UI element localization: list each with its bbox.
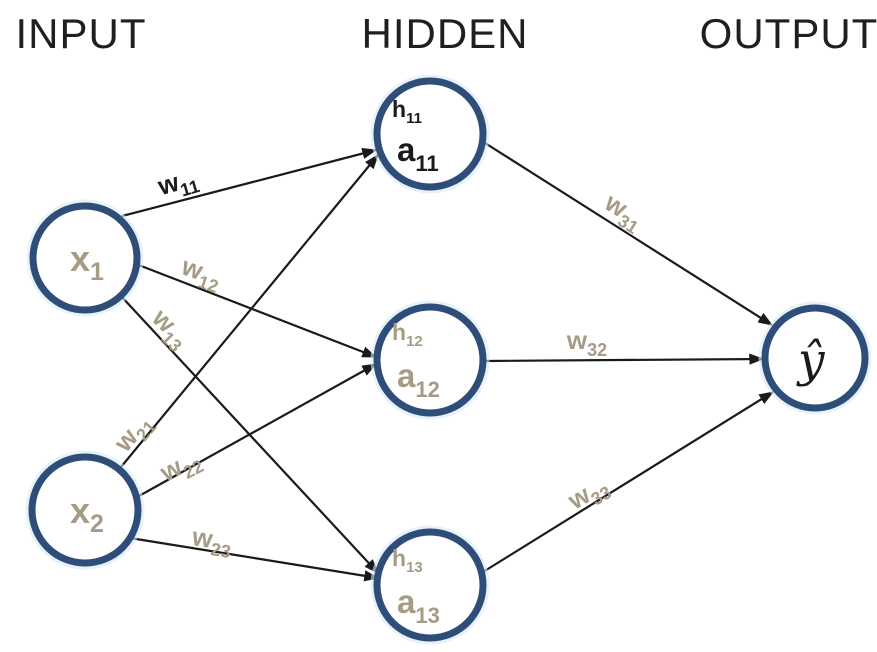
node-h11-top-label: h11 [392, 96, 422, 127]
node-h13-circle [373, 528, 487, 642]
node-h11-bottom-base: a [397, 131, 416, 168]
node-h12-bottom-label: a12 [397, 357, 440, 402]
edge-x2-h11 [120, 154, 379, 468]
weight-label-w33: w33 [562, 469, 615, 520]
node-x1-circle [29, 202, 141, 314]
weight-label-w23: w23 [188, 521, 234, 562]
node-h11: h11 a11 [370, 74, 490, 194]
edge-h11-yhat [484, 142, 774, 326]
weight-label-w11: w11 [154, 162, 202, 207]
node-x2-sub: 2 [90, 510, 104, 538]
weight-label-w32: w32 [566, 325, 607, 360]
node-x1-label: x1 [70, 238, 104, 286]
weight-label-w21: w21 [107, 407, 160, 461]
layer-title-input: INPUT [16, 10, 147, 57]
node-h12-bottom-base: a [397, 357, 416, 394]
node-h11-bottom-label: a11 [397, 131, 439, 176]
node-h12-top-label: h12 [392, 319, 423, 350]
weight-label-w31: w31 [596, 186, 650, 238]
layer-title-output: OUTPUT [700, 10, 877, 57]
edge-x2-h12 [138, 363, 378, 497]
weight-w32-base: w [566, 325, 588, 355]
node-h13: h13 a13 [370, 525, 490, 645]
weight-w23-sub: 23 [209, 539, 232, 562]
node-x2-base: x [70, 490, 90, 531]
edge-x2-h13 [129, 536, 380, 582]
node-h12-circle [373, 303, 487, 417]
weight-label-w22: w22 [154, 442, 207, 492]
edge-x1-h11 [121, 148, 378, 218]
node-h11-top-base: h [392, 96, 406, 122]
node-h12-bottom-sub: 12 [415, 377, 439, 402]
edge-h12-yhat [483, 353, 765, 365]
node-h12-top-base: h [392, 319, 406, 345]
edge-x1-h12 [135, 262, 378, 359]
node-h11-bottom-sub: 11 [415, 151, 438, 176]
node-yhat-circle [761, 304, 869, 412]
weight-w11-sub: 11 [178, 176, 202, 200]
layer-title-hidden: HIDDEN [361, 10, 528, 57]
node-h13-top-label: h13 [392, 545, 423, 576]
node-h11-top-sub: 11 [406, 110, 422, 127]
node-yhat: ŷ [758, 301, 872, 415]
node-h12: h12 a12 [370, 300, 490, 420]
node-h12-top-sub: 12 [406, 333, 423, 350]
node-h13-top-sub: 13 [406, 559, 423, 576]
node-h11-circle [373, 77, 487, 191]
node-x1-base: x [70, 238, 90, 279]
node-yhat-label: ŷ [796, 333, 826, 388]
node-x2-circle [28, 453, 142, 567]
edge-h13-yhat [482, 391, 775, 573]
weight-label-w12: w12 [175, 250, 225, 297]
node-h13-top-base: h [392, 545, 406, 571]
node-h13-bottom-base: a [397, 583, 416, 620]
weight-w32-sub: 32 [587, 340, 607, 360]
node-h13-bottom-label: a13 [397, 583, 440, 628]
node-h13-bottom-sub: 13 [415, 603, 439, 628]
node-x2: x2 [25, 450, 145, 570]
node-x1-sub: 1 [90, 258, 104, 286]
node-x2-label: x2 [70, 490, 104, 538]
node-x1: x1 [26, 199, 144, 317]
